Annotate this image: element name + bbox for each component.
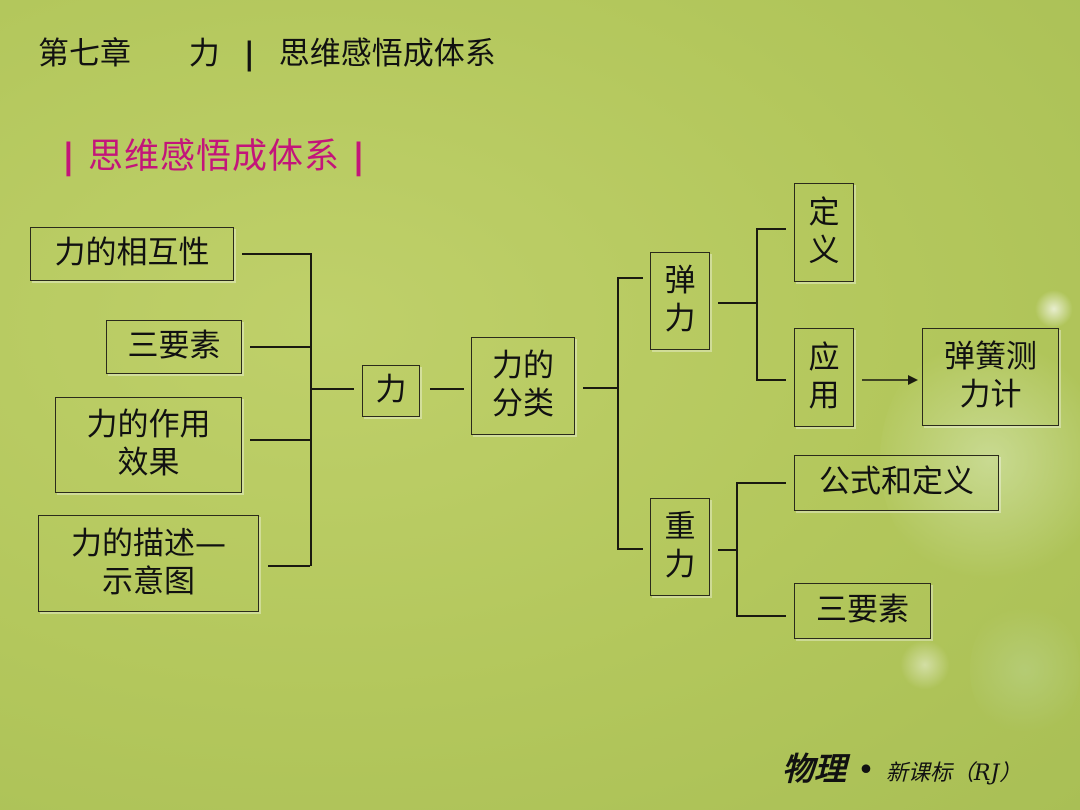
connector-line <box>250 439 310 441</box>
connector-line <box>718 302 756 304</box>
node-formula-definition: 公式和定义 <box>794 455 999 511</box>
connector-line <box>242 253 310 255</box>
connector-line <box>756 228 758 380</box>
connector-line <box>718 549 736 551</box>
footer-edition: 新课标（RJ） <box>885 761 1022 786</box>
connector-line <box>310 388 354 390</box>
chapter-label: 第七章 <box>38 36 131 72</box>
connector-line <box>756 379 786 381</box>
connector-line <box>250 346 310 348</box>
chapter-topic: 力 <box>188 36 220 72</box>
bokeh-decoration <box>1035 290 1073 328</box>
node-application: 应用 <box>794 328 854 427</box>
connector-line <box>736 482 786 484</box>
node-mutual-force: 力的相互性 <box>30 227 234 281</box>
connector-line <box>756 228 786 230</box>
connector-line <box>617 277 619 549</box>
node-elastic-force: 弹力 <box>650 252 710 350</box>
slide-footer: 物理 • 新课标（RJ） <box>782 744 1021 790</box>
bokeh-decoration <box>970 600 1080 740</box>
connector-line <box>268 565 310 567</box>
connector-line <box>617 277 643 279</box>
node-gravity-three-elements: 三要素 <box>794 583 931 639</box>
node-spring-scale: 弹簧测力计 <box>922 328 1059 426</box>
connector-line <box>736 615 786 617</box>
bokeh-decoration <box>900 640 950 690</box>
footer-dot: • <box>857 753 875 788</box>
connector-line <box>736 482 738 616</box>
header-separator: | <box>243 36 255 72</box>
footer-subject: 物理 <box>782 750 847 788</box>
section-title-text: 思维感悟成体系 <box>87 137 340 177</box>
node-force-description: 力的描述—示意图 <box>38 515 259 612</box>
slide-header: 第七章 力 | 思维感悟成体系 <box>38 28 496 73</box>
connector-line <box>310 253 312 566</box>
section-title: | 思维感悟成体系 | <box>62 128 366 179</box>
node-gravity: 重力 <box>650 498 710 596</box>
connector-line <box>617 548 643 550</box>
node-three-elements: 三要素 <box>106 320 242 374</box>
node-force: 力 <box>362 365 420 417</box>
connector-line <box>583 387 617 389</box>
title-bar-left: | <box>62 137 76 177</box>
title-bar-right: | <box>352 137 366 177</box>
node-force-classification: 力的分类 <box>471 337 575 435</box>
node-definition: 定义 <box>794 183 854 282</box>
connector-line <box>430 388 464 390</box>
header-section: 思维感悟成体系 <box>278 36 496 72</box>
node-force-effect: 力的作用效果 <box>55 397 242 493</box>
arrow-right-icon <box>862 375 918 385</box>
